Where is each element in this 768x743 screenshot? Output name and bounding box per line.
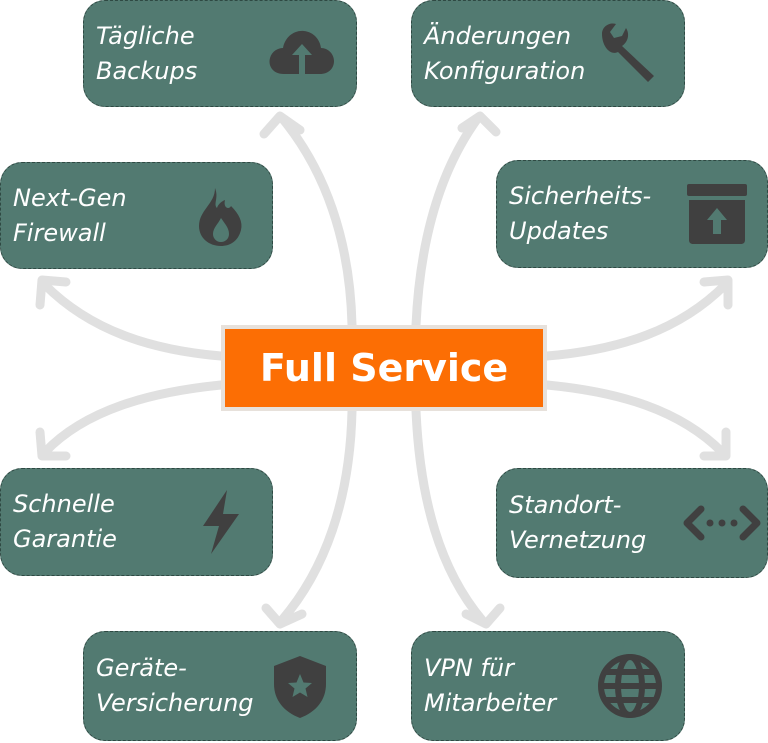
service-label-line2: Garantie: [13, 525, 117, 553]
service-label-line2: Versicherung: [96, 689, 254, 717]
cloud-upload-icon: [264, 18, 336, 90]
globe-icon: [594, 650, 666, 722]
shield-star-icon: [264, 650, 336, 722]
service-label-line1: Schnelle: [13, 490, 115, 518]
service-card-device-insurance: Geräte- Versicherung: [83, 631, 357, 741]
service-label-line2: Mitarbeiter: [424, 689, 557, 717]
service-label-line1: Tägliche: [96, 21, 195, 50]
full-service-box: Full Service: [221, 325, 547, 411]
service-label-line2: Vernetzung: [509, 526, 647, 554]
service-label-line1: Next-Gen: [13, 183, 127, 212]
service-label-line1: VPN für: [424, 654, 514, 682]
service-label-line2: Firewall: [13, 218, 106, 247]
flame-icon: [185, 180, 257, 252]
service-label-line2: Konfiguration: [424, 56, 586, 85]
upload-box-icon: [681, 178, 753, 250]
service-label-line1: Standort-: [509, 491, 622, 519]
service-card-security-updates: Sicherheits- Updates: [496, 160, 768, 268]
code-arrows-icon: [683, 487, 761, 559]
service-label-line1: Änderungen: [424, 21, 572, 50]
service-card-site-networking: Standort- Vernetzung: [496, 468, 768, 578]
wrench-icon: [592, 18, 664, 90]
full-service-label: Full Service: [259, 346, 509, 390]
service-label-line1: Geräte-: [96, 654, 187, 682]
service-label-line2: Backups: [96, 56, 198, 85]
service-label-line2: Updates: [509, 217, 609, 245]
service-label-line1: Sicherheits-: [509, 182, 652, 210]
lightning-icon: [185, 486, 257, 558]
